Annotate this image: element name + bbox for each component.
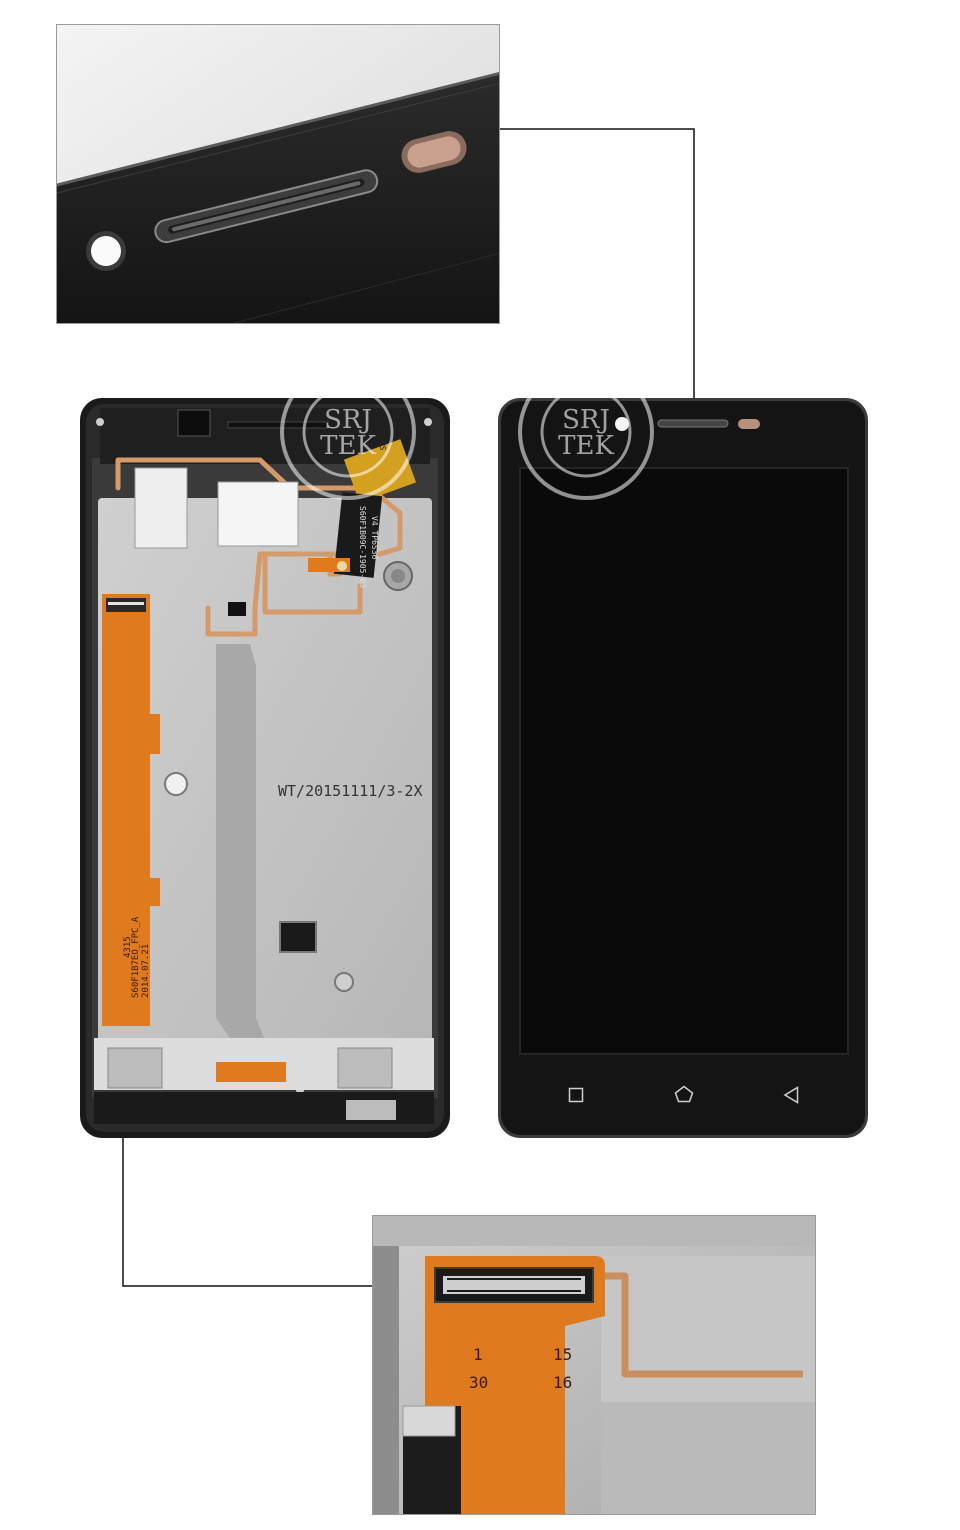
pin-label-1: 1 xyxy=(473,1345,483,1364)
lcd-front-illustration xyxy=(498,398,868,1138)
flex-connector-closeup-inset: 1 30 15 16 xyxy=(372,1215,816,1515)
watermark-back-line2: TEK xyxy=(320,431,376,461)
watermark-front-line1: SRJ xyxy=(562,405,610,435)
recent-apps-icon xyxy=(568,1087,584,1103)
lcd-assembly-back-view: V4 TP6S36 S60F1B09C-1905-03 TL6474PS WT/… xyxy=(80,364,450,1138)
back-icon xyxy=(783,1086,799,1104)
watermark-front: SRJ TEK xyxy=(516,362,656,502)
pin-label-16: 16 xyxy=(553,1373,572,1392)
watermark-front-line2: TEK xyxy=(558,431,614,461)
flex-label-line2: S60F1B7EO_FPC_A xyxy=(131,916,141,998)
watermark-back-line1: SRJ xyxy=(324,405,372,435)
earpiece-closeup-photo xyxy=(57,25,499,323)
pin-label-30: 30 xyxy=(469,1373,488,1392)
fpc-top-label-c: V4 TP6S36 xyxy=(370,516,379,560)
earpiece-closeup-inset xyxy=(56,24,500,324)
flex-label-line1: 4315 xyxy=(123,936,133,958)
board-print-code: WT/20151111/3-2X xyxy=(278,782,423,800)
watermark-back: SRJ TEK xyxy=(278,362,418,502)
fpc-top-label-a: TL6474PS xyxy=(378,412,387,451)
pin-label-15: 15 xyxy=(553,1345,572,1364)
flex-connector-closeup-photo: 1 30 15 16 xyxy=(373,1216,815,1514)
fpc-top-label-b: S60F1B09C-1905-03 xyxy=(358,506,367,588)
callout-line-top xyxy=(500,128,695,406)
lcd-assembly-front-view: SRJ TEK xyxy=(498,364,868,1138)
flex-label-line3: 2014.07.21 xyxy=(141,944,151,998)
home-icon xyxy=(674,1085,694,1103)
lcd-back-illustration: V4 TP6S36 S60F1B09C-1905-03 TL6474PS WT/… xyxy=(80,398,450,1138)
